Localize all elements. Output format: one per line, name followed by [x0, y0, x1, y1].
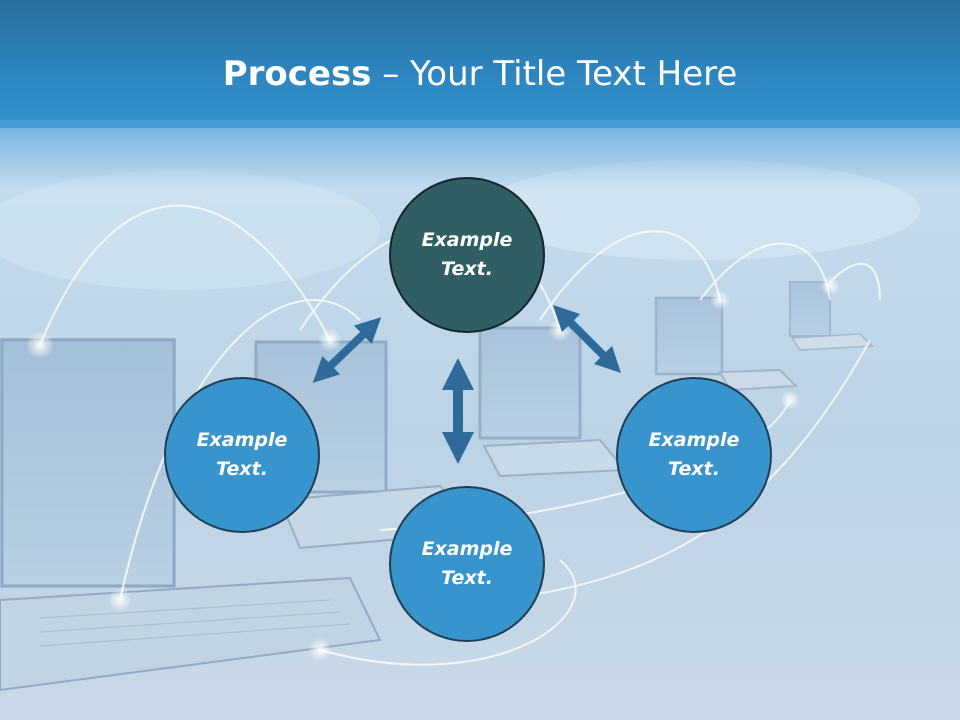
- process-node-top-text: Example Text.: [421, 229, 513, 280]
- process-node-left-text: Example Text.: [196, 429, 288, 480]
- title-rest-part: – Your Title Text Here: [371, 54, 738, 94]
- process-node-left[interactable]: Example Text.: [164, 377, 320, 533]
- process-node-bottom[interactable]: Example Text.: [389, 486, 545, 642]
- process-node-right[interactable]: Example Text.: [616, 377, 772, 533]
- top-right-double-arrow: [552, 304, 622, 374]
- process-node-right-text: Example Text.: [648, 429, 740, 480]
- process-node-top[interactable]: Example Text.: [389, 177, 545, 333]
- slide-title: Process – Your Title Text Here: [0, 50, 960, 98]
- title-bold-part: Process: [222, 54, 372, 94]
- process-node-bottom-text: Example Text.: [421, 538, 513, 589]
- top-left-double-arrow: [312, 317, 382, 383]
- title-bar: [0, 0, 960, 128]
